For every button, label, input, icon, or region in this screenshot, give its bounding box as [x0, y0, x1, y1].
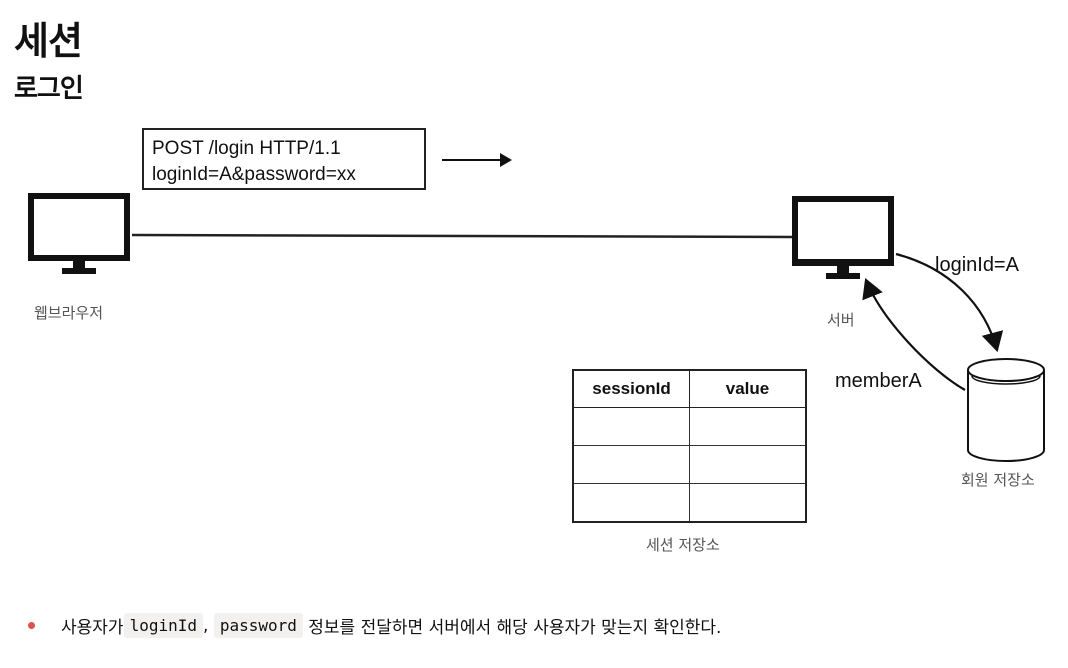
table-row	[572, 483, 807, 523]
session-id-header: sessionId	[572, 369, 690, 408]
connection-line	[131, 233, 793, 239]
result-arrow	[862, 277, 966, 391]
lookup-label: loginId=A	[935, 254, 1019, 276]
result-label: memberA	[835, 370, 922, 392]
value-header: value	[689, 369, 807, 408]
server-label: 서버	[827, 311, 855, 329]
table-cell	[572, 445, 690, 484]
slide-subtitle: 로그인	[14, 74, 84, 104]
server-monitor-icon	[792, 196, 894, 279]
code-login-id: loginId	[123, 613, 203, 638]
note-prefix: 사용자가	[61, 618, 124, 638]
note-suffix: 정보를 전달하면 서버에서 해당 사용자가 맞는지 확인한다.	[302, 618, 722, 638]
request-arrow	[442, 153, 512, 167]
lookup-arrow	[895, 252, 1004, 353]
browser-monitor-icon	[28, 193, 130, 274]
request-body: loginId=A&password=xx	[152, 164, 356, 185]
database-icon	[967, 358, 1045, 462]
note-bullet: 사용자가 loginId , password 정보를 전달하면 서버에서 해당…	[28, 613, 721, 638]
member-store-label: 회원 저장소	[961, 471, 1035, 489]
table-cell	[689, 445, 807, 484]
table-row	[572, 445, 807, 484]
table-cell	[572, 483, 690, 523]
slide-title: 세션	[14, 19, 83, 63]
note-separator: ,	[203, 615, 214, 636]
table-cell	[689, 407, 807, 446]
table-cell	[572, 407, 690, 446]
table-row	[572, 407, 807, 446]
session-table: sessionId value	[572, 369, 807, 523]
session-store-label: 세션 저장소	[646, 536, 720, 554]
request-line: POST /login HTTP/1.1	[152, 138, 341, 159]
http-request-box: POST /login HTTP/1.1 loginId=A&password=…	[142, 128, 426, 190]
code-password: password	[213, 613, 303, 638]
table-cell	[689, 483, 807, 523]
browser-label: 웹브라우저	[34, 304, 104, 322]
bullet-dot-icon	[28, 622, 35, 629]
